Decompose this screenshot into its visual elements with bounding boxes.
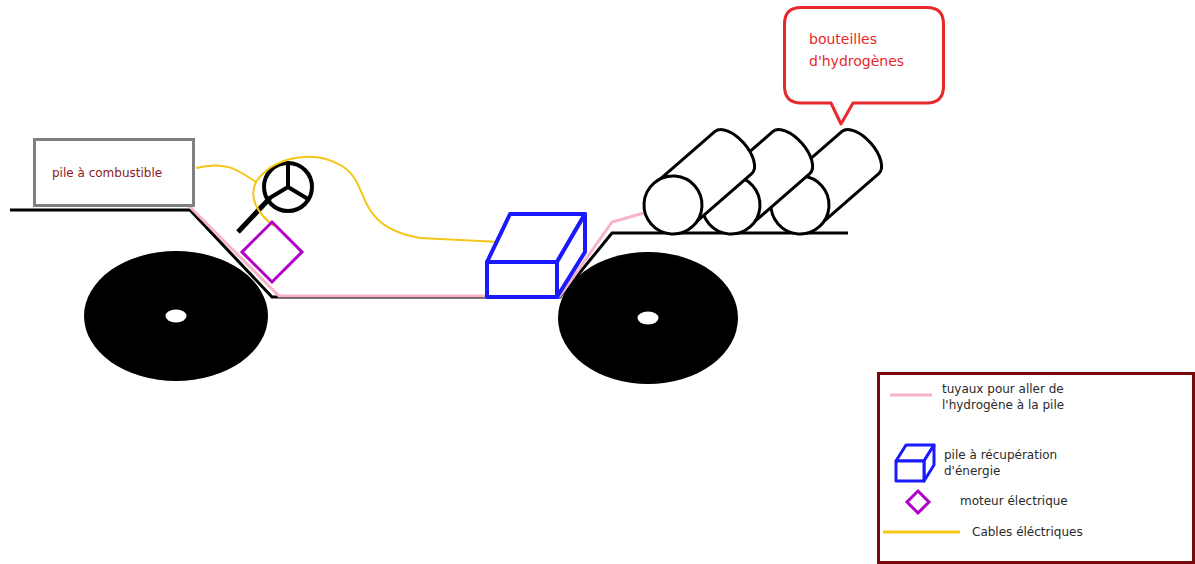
battery-front: [487, 262, 557, 297]
battery-side: [557, 214, 585, 297]
motor-sample: [907, 491, 929, 513]
callout-bubble: bouteilles d'hydrogènes: [783, 6, 945, 105]
electric-cable: [196, 157, 500, 242]
hydrogen-bottles: [632, 121, 890, 245]
text-wrap: bouteilles d'hydrogènes: [809, 28, 925, 72]
bottle-end: [632, 164, 714, 246]
fuel-cell-box: pile à combustible: [33, 138, 195, 207]
electric-cable: [253, 182, 274, 226]
legend-label: pile à récupération d'énergie: [944, 447, 1084, 479]
callout-shape: [785, 8, 944, 125]
legend-sample: [896, 445, 934, 481]
legend-label: tuyaux pour aller de l'hydrogène à la pi…: [942, 381, 1092, 413]
legend-sample: [907, 491, 929, 513]
wheel-hub: [164, 308, 188, 324]
wheel-hub: [636, 310, 660, 326]
legend-sample: [890, 395, 932, 396]
battery-sample: [896, 445, 934, 481]
text-wrap: pile à combustible: [52, 165, 162, 181]
legend-label: Cables éléctriques: [972, 524, 1172, 540]
box-label: pile à combustible: [52, 165, 162, 181]
energy-battery: [487, 214, 585, 297]
bottle: [632, 121, 763, 245]
electric-motor: [242, 222, 302, 282]
legend-box: tuyaux pour aller de l'hydrogène à la pi…: [877, 372, 1195, 564]
steering-spokes: [268, 164, 308, 199]
callout-text: bouteilles d'hydrogènes: [809, 28, 925, 72]
steering-wheel: [264, 163, 312, 211]
legend-label: moteur électrique: [960, 493, 1160, 509]
hydrogen-pipe: [175, 192, 672, 296]
legend-sample: [883, 532, 960, 533]
rear-wheel: [558, 252, 738, 384]
pipe-sample: [890, 394, 932, 397]
battery-front: [896, 461, 924, 481]
front-wheel: [84, 251, 268, 381]
cable-sample: [883, 531, 960, 534]
